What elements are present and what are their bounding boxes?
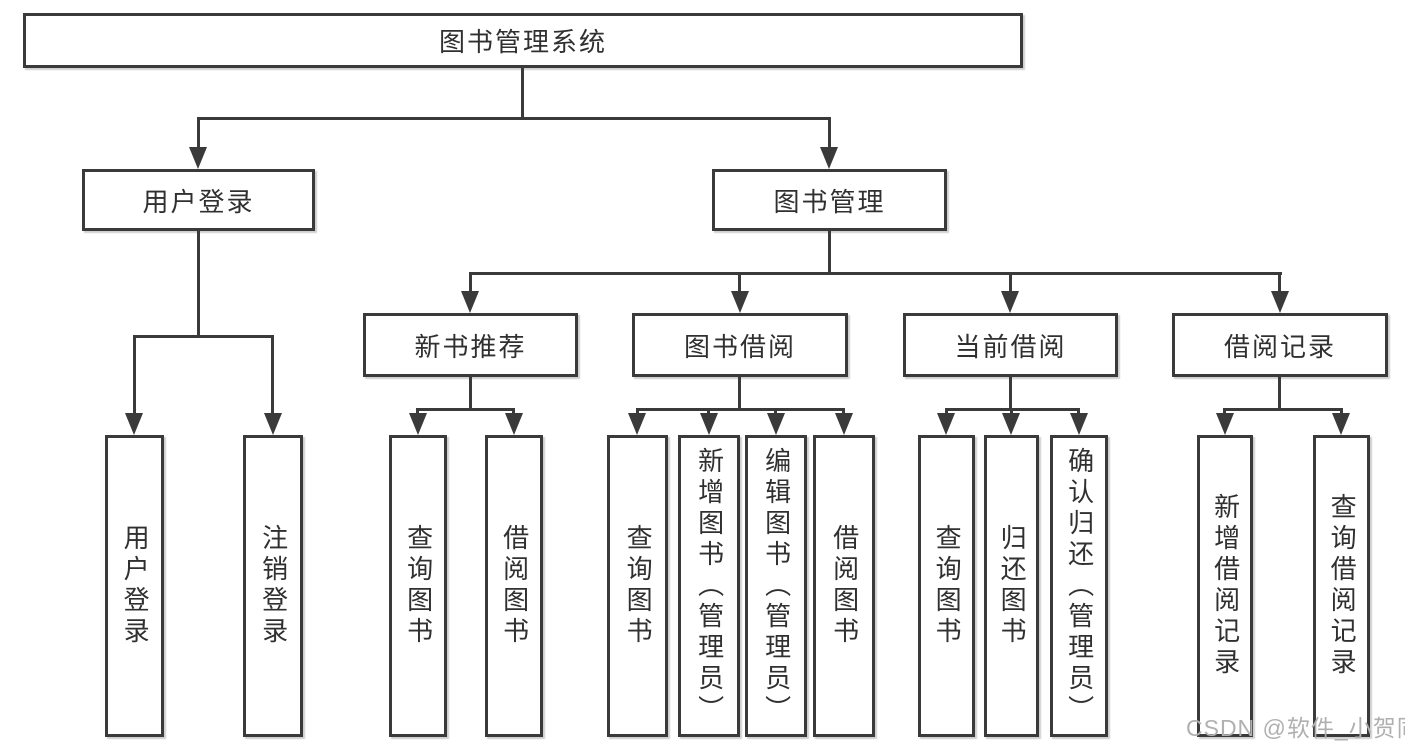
arrowhead-down-icon: [409, 413, 427, 435]
connector-line: [197, 231, 200, 335]
node-new-book-recommend: 新书推荐: [363, 313, 578, 377]
connector-line: [197, 117, 831, 120]
leaf-bookborrow-edit-book-admin: 编辑图书（管理员）: [745, 435, 807, 737]
arrowhead-down-icon: [1271, 291, 1289, 313]
node-user-login: 用户登录: [82, 169, 315, 231]
connector-line: [707, 408, 710, 415]
connector-line: [133, 335, 274, 338]
arrowhead-down-icon: [505, 413, 523, 435]
node-user-login-label: 用户登录: [142, 186, 255, 217]
node-borrow-record: 借阅记录: [1172, 313, 1388, 377]
connector-line: [512, 408, 515, 415]
node-current-borrow-label: 当前借阅: [954, 331, 1067, 362]
connector-line: [636, 408, 845, 411]
connector-line: [416, 408, 515, 411]
connector-line: [1223, 408, 1343, 411]
connector-line: [271, 335, 274, 415]
leaf-bookborrow-borrow-book-label: 借阅图书: [829, 524, 860, 648]
csdn-watermark: CSDN @软件_小贺同学: [1186, 715, 1405, 741]
arrowhead-down-icon: [731, 291, 749, 313]
node-current-borrow: 当前借阅: [903, 313, 1118, 377]
arrowhead-down-icon: [125, 413, 143, 435]
arrowhead-down-icon: [700, 413, 718, 435]
leaf-newbooks-query-book: 查询图书: [389, 435, 447, 737]
leaf-current-return-book: 归还图书: [984, 435, 1039, 737]
connector-line: [469, 377, 472, 408]
connector-line: [842, 408, 845, 415]
connector-line: [636, 408, 639, 415]
node-book-management: 图书管理: [712, 169, 947, 231]
arrowhead-down-icon: [264, 413, 282, 435]
arrowhead-down-icon: [1002, 413, 1020, 435]
connector-line: [1009, 272, 1012, 293]
connector-line: [945, 408, 948, 415]
node-root-label: 图书管理系统: [438, 27, 607, 57]
connector-line: [1077, 408, 1080, 415]
leaf-record-add: 新增借阅记录: [1197, 435, 1253, 737]
leaf-record-query: 查询借阅记录: [1313, 435, 1370, 737]
leaf-bookborrow-query-book-label: 查询图书: [623, 524, 654, 648]
leaf-logout: 注销登录: [243, 435, 303, 737]
connector-line: [133, 335, 136, 415]
arrowhead-down-icon: [461, 291, 479, 313]
connector-line: [1278, 272, 1281, 293]
leaf-user-login: 用户登录: [105, 435, 164, 737]
arrowhead-down-icon: [835, 413, 853, 435]
arrowhead-down-icon: [820, 147, 838, 169]
arrowhead-down-icon: [1216, 413, 1234, 435]
leaf-newbooks-borrow-book: 借阅图书: [485, 435, 543, 737]
leaf-bookborrow-add-book-admin: 新增图书（管理员）: [678, 435, 740, 737]
arrowhead-down-icon: [1070, 413, 1088, 435]
arrowhead-down-icon: [1001, 291, 1019, 313]
leaf-bookborrow-add-book-admin-label: 新增图书（管理员）: [694, 446, 725, 726]
arrowhead-down-icon: [628, 413, 646, 435]
leaf-current-query-book-label: 查询图书: [932, 524, 963, 648]
connector-line: [416, 408, 419, 415]
node-book-management-label: 图书管理: [773, 186, 886, 217]
connector-line: [774, 408, 777, 415]
node-book-borrow-label: 图书借阅: [683, 331, 796, 362]
connector-line: [738, 272, 741, 293]
leaf-bookborrow-borrow-book: 借阅图书: [813, 435, 875, 737]
leaf-current-query-book: 查询图书: [918, 435, 975, 737]
leaf-current-return-book-label: 归还图书: [997, 524, 1028, 648]
connector-line: [1009, 377, 1012, 408]
leaf-current-confirm-return-admin: 确认归还（管理员）: [1050, 435, 1108, 737]
leaf-record-add-label: 新增借阅记录: [1210, 493, 1241, 679]
leaf-record-query-label: 查询借阅记录: [1327, 493, 1358, 679]
node-book-borrow: 图书借阅: [632, 313, 848, 377]
node-borrow-record-label: 借阅记录: [1223, 331, 1336, 362]
leaf-newbooks-borrow-book-label: 借阅图书: [499, 524, 530, 648]
node-root: 图书管理系统: [23, 13, 1023, 68]
connector-line: [197, 117, 200, 150]
leaf-current-confirm-return-admin-label: 确认归还（管理员）: [1064, 446, 1095, 726]
connector-line: [469, 272, 472, 293]
connector-line: [1223, 408, 1226, 415]
connector-line: [521, 68, 524, 118]
connector-line: [1278, 377, 1281, 408]
leaf-bookborrow-query-book: 查询图书: [607, 435, 668, 737]
connector-line: [1010, 408, 1013, 415]
leaf-user-login-label: 用户登录: [120, 524, 151, 648]
arrowhead-down-icon: [767, 413, 785, 435]
connector-line: [828, 231, 831, 272]
connector-line: [469, 272, 1282, 275]
connector-line: [828, 117, 831, 150]
leaf-logout-label: 注销登录: [258, 524, 289, 648]
arrowhead-down-icon: [1332, 413, 1350, 435]
arrowhead-down-icon: [189, 147, 207, 169]
node-new-book-recommend-label: 新书推荐: [414, 331, 527, 362]
leaf-newbooks-query-book-label: 查询图书: [403, 524, 434, 648]
connector-line: [1340, 408, 1343, 415]
leaf-bookborrow-edit-book-admin-label: 编辑图书（管理员）: [761, 446, 792, 726]
connector-line: [738, 377, 741, 408]
arrowhead-down-icon: [937, 413, 955, 435]
